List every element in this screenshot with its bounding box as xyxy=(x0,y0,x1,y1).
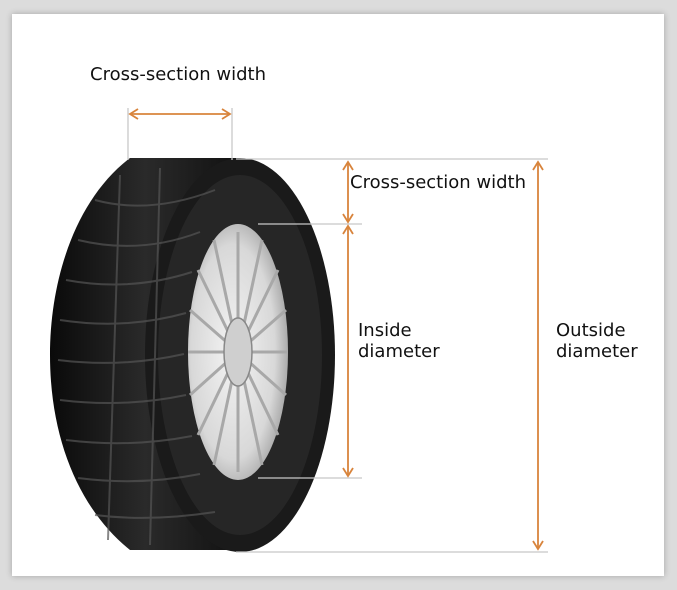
tire-illustration xyxy=(50,158,335,552)
outside-diameter-label: Outside diameter xyxy=(556,320,638,362)
top-cross-section-width-label: Cross-section width xyxy=(90,64,267,85)
inside-diameter-label: Inside diameter xyxy=(358,320,440,362)
tire-tread xyxy=(50,158,240,550)
dimension-arrows xyxy=(128,108,544,551)
tread-grooves xyxy=(57,167,216,546)
wheel-hub xyxy=(223,317,253,387)
side-cross-section-width-label: Cross-section width xyxy=(350,172,527,193)
guide-lines xyxy=(127,108,548,553)
